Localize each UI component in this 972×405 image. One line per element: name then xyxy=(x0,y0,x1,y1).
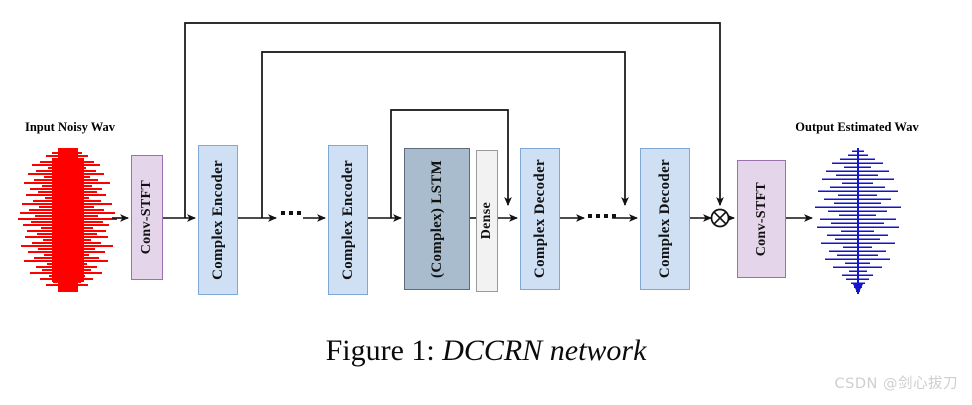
figure-caption: Figure 1: DCCRN network xyxy=(0,334,972,368)
caption-title: DCCRN network xyxy=(442,334,647,367)
input-waveform xyxy=(18,148,117,292)
block-label: Conv-STFT xyxy=(139,180,154,255)
output-wave-label: Output Estimated Wav xyxy=(795,120,919,134)
watermark: CSDN @剑心拔刀 xyxy=(834,376,958,392)
block-dense[interactable]: Dense xyxy=(476,150,498,292)
output-waveform xyxy=(815,148,901,294)
input-wave-label: Input Noisy Wav xyxy=(24,120,116,134)
block-conv-stft-output[interactable]: Conv-STFT xyxy=(737,160,786,278)
ellipsis-encoder xyxy=(281,211,301,215)
block-conv-stft-input[interactable]: Conv-STFT xyxy=(131,155,163,280)
block-complex-encoder-1[interactable]: Complex Encoder xyxy=(198,145,238,295)
block-complex-encoder-2[interactable]: Complex Encoder xyxy=(328,145,368,295)
block-complex-decoder-2[interactable]: Complex Decoder xyxy=(640,148,690,290)
block-label: Dense xyxy=(479,202,494,240)
ellipsis-decoder xyxy=(588,214,616,218)
block-label: Complex Decoder xyxy=(531,159,548,279)
block-label: (Complex) LSTM xyxy=(428,160,445,278)
block-label: Complex Encoder xyxy=(339,160,356,280)
block-label: Conv-STFT xyxy=(753,181,769,257)
block-label: Complex Decoder xyxy=(656,159,673,279)
caption-prefix: Figure 1: xyxy=(325,334,435,367)
block-label: Complex Encoder xyxy=(209,160,226,280)
block-complex-decoder-1[interactable]: Complex Decoder xyxy=(520,148,560,290)
multiply-node xyxy=(710,208,730,228)
block-complex-lstm[interactable]: (Complex) LSTM xyxy=(404,148,470,290)
